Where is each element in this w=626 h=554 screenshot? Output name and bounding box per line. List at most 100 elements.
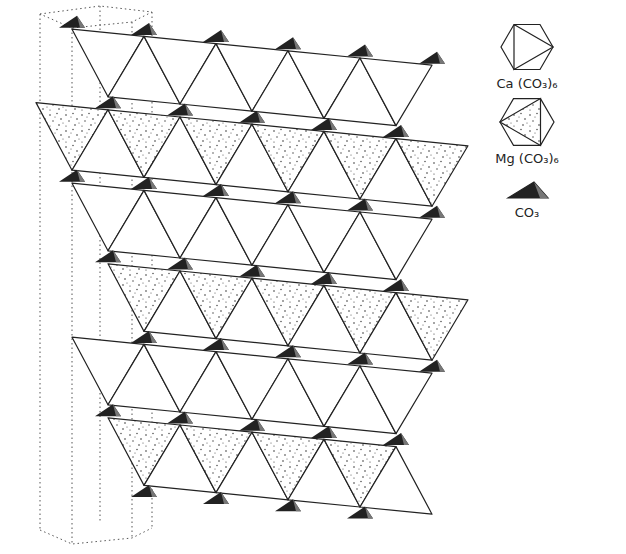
co3-triangle-shade bbox=[401, 125, 409, 137]
co3-triangle-body bbox=[239, 111, 265, 123]
co3-triangle-shade bbox=[365, 353, 373, 365]
co3-triangle-shade bbox=[329, 118, 337, 130]
unit-cell-top bbox=[40, 6, 152, 28]
co3-triangle bbox=[275, 191, 301, 203]
co3-triangle-body bbox=[59, 170, 85, 182]
co3-triangle bbox=[203, 184, 229, 196]
unit-cell-bottom bbox=[40, 528, 152, 544]
co3-triangle-shade bbox=[437, 206, 445, 218]
co3-triangle bbox=[95, 250, 121, 262]
co3-triangle-shade bbox=[149, 485, 157, 497]
co3-triangle bbox=[131, 485, 157, 497]
co3-triangle bbox=[311, 272, 337, 284]
co3-triangle bbox=[239, 265, 265, 277]
co3-triangle-body bbox=[95, 404, 121, 416]
co3-triangle-shade bbox=[185, 412, 193, 424]
co3-triangle-body bbox=[131, 177, 157, 189]
co3-triangle-body bbox=[167, 258, 193, 270]
co3-triangle bbox=[239, 111, 265, 123]
co3-triangle bbox=[131, 177, 157, 189]
co3-triangle-shade bbox=[113, 404, 121, 416]
legend-icons bbox=[500, 25, 554, 199]
co3-triangle-shade bbox=[293, 191, 301, 203]
co3-triangle-shade bbox=[185, 258, 193, 270]
co3-triangle-shade bbox=[257, 111, 265, 123]
co3-triangle-body bbox=[203, 30, 229, 42]
co3-triangle bbox=[347, 45, 373, 57]
co3-triangle-shade bbox=[185, 104, 193, 116]
ca-octahedron-face bbox=[514, 25, 553, 70]
co3-triangle-body bbox=[131, 23, 157, 35]
co3-triangle bbox=[239, 419, 265, 431]
co3-triangle-body bbox=[59, 16, 85, 28]
co3-triangle bbox=[203, 338, 229, 350]
co3-triangle bbox=[203, 30, 229, 42]
co3-triangle bbox=[95, 96, 121, 108]
co3-triangle bbox=[131, 23, 157, 35]
co3-triangle-body bbox=[167, 412, 193, 424]
co3-triangle-shade bbox=[437, 360, 445, 372]
co3-triangle-shade bbox=[365, 199, 373, 211]
co3-triangle bbox=[275, 499, 301, 511]
co3-triangle bbox=[167, 412, 193, 424]
ca-octahedron-face bbox=[360, 58, 432, 126]
co3-triangle-body bbox=[275, 191, 301, 203]
co3-triangle-icon bbox=[508, 182, 548, 198]
co3-triangle-shade bbox=[221, 30, 229, 42]
co3-triangle bbox=[383, 279, 409, 291]
co3-triangle-body bbox=[131, 485, 157, 497]
co3-triangle-body bbox=[131, 331, 157, 343]
co3-triangle bbox=[95, 404, 121, 416]
co3-triangle-shade bbox=[77, 170, 85, 182]
co3-triangle-shade bbox=[437, 52, 445, 64]
co3-triangle-shade bbox=[257, 265, 265, 277]
co3-triangle bbox=[203, 492, 229, 504]
octahedra-layers bbox=[36, 16, 468, 519]
co3-triangle-body bbox=[311, 272, 337, 284]
mg-octahedron-icon bbox=[500, 99, 554, 146]
ca-octahedron-face bbox=[360, 212, 432, 280]
co3-triangle-body bbox=[203, 338, 229, 350]
co3-triangle bbox=[59, 16, 85, 28]
co3-triangle-shade bbox=[77, 16, 85, 28]
co3-triangle-shade bbox=[113, 250, 121, 262]
co3-triangle-shade bbox=[257, 419, 265, 431]
mg-octahedron-face bbox=[396, 293, 468, 361]
co3-triangle-shade bbox=[221, 338, 229, 350]
co3-triangle bbox=[419, 206, 445, 218]
co3-triangle-body bbox=[347, 199, 373, 211]
co3-triangle-body bbox=[419, 360, 445, 372]
co3-triangle-shade bbox=[149, 23, 157, 35]
co3-triangle-body bbox=[419, 52, 445, 64]
co3-triangle bbox=[419, 360, 445, 372]
unit-cell-edge bbox=[72, 28, 73, 544]
co3-triangle-body bbox=[239, 265, 265, 277]
co3-triangle-shade bbox=[293, 37, 301, 49]
co3-triangle bbox=[311, 118, 337, 130]
ca-octahedron-face bbox=[360, 447, 432, 515]
co3-triangle bbox=[167, 258, 193, 270]
co3-triangle-shade bbox=[113, 96, 121, 108]
mg-octahedron-face bbox=[500, 99, 541, 146]
co3-triangle bbox=[167, 104, 193, 116]
co3-triangle bbox=[59, 170, 85, 182]
co3-triangle-shade bbox=[534, 182, 548, 198]
co3-triangle-body bbox=[167, 104, 193, 116]
co3-triangle-body bbox=[275, 499, 301, 511]
legend-label: CO₃ bbox=[477, 205, 577, 220]
co3-triangle bbox=[275, 345, 301, 357]
co3-triangle-body bbox=[203, 492, 229, 504]
co3-triangle-body bbox=[347, 45, 373, 57]
co3-triangle-shade bbox=[221, 184, 229, 196]
co3-triangle-body bbox=[383, 279, 409, 291]
co3-triangle-shade bbox=[401, 433, 409, 445]
co3-triangle-body bbox=[311, 426, 337, 438]
co3-triangle bbox=[347, 507, 373, 519]
co3-triangle bbox=[275, 37, 301, 49]
co3-triangle bbox=[347, 199, 373, 211]
co3-triangle-shade bbox=[293, 345, 301, 357]
co3-triangle-body bbox=[419, 206, 445, 218]
co3-triangle-shade bbox=[329, 426, 337, 438]
co3-triangle-body bbox=[347, 507, 373, 519]
co3-triangle-body bbox=[239, 419, 265, 431]
